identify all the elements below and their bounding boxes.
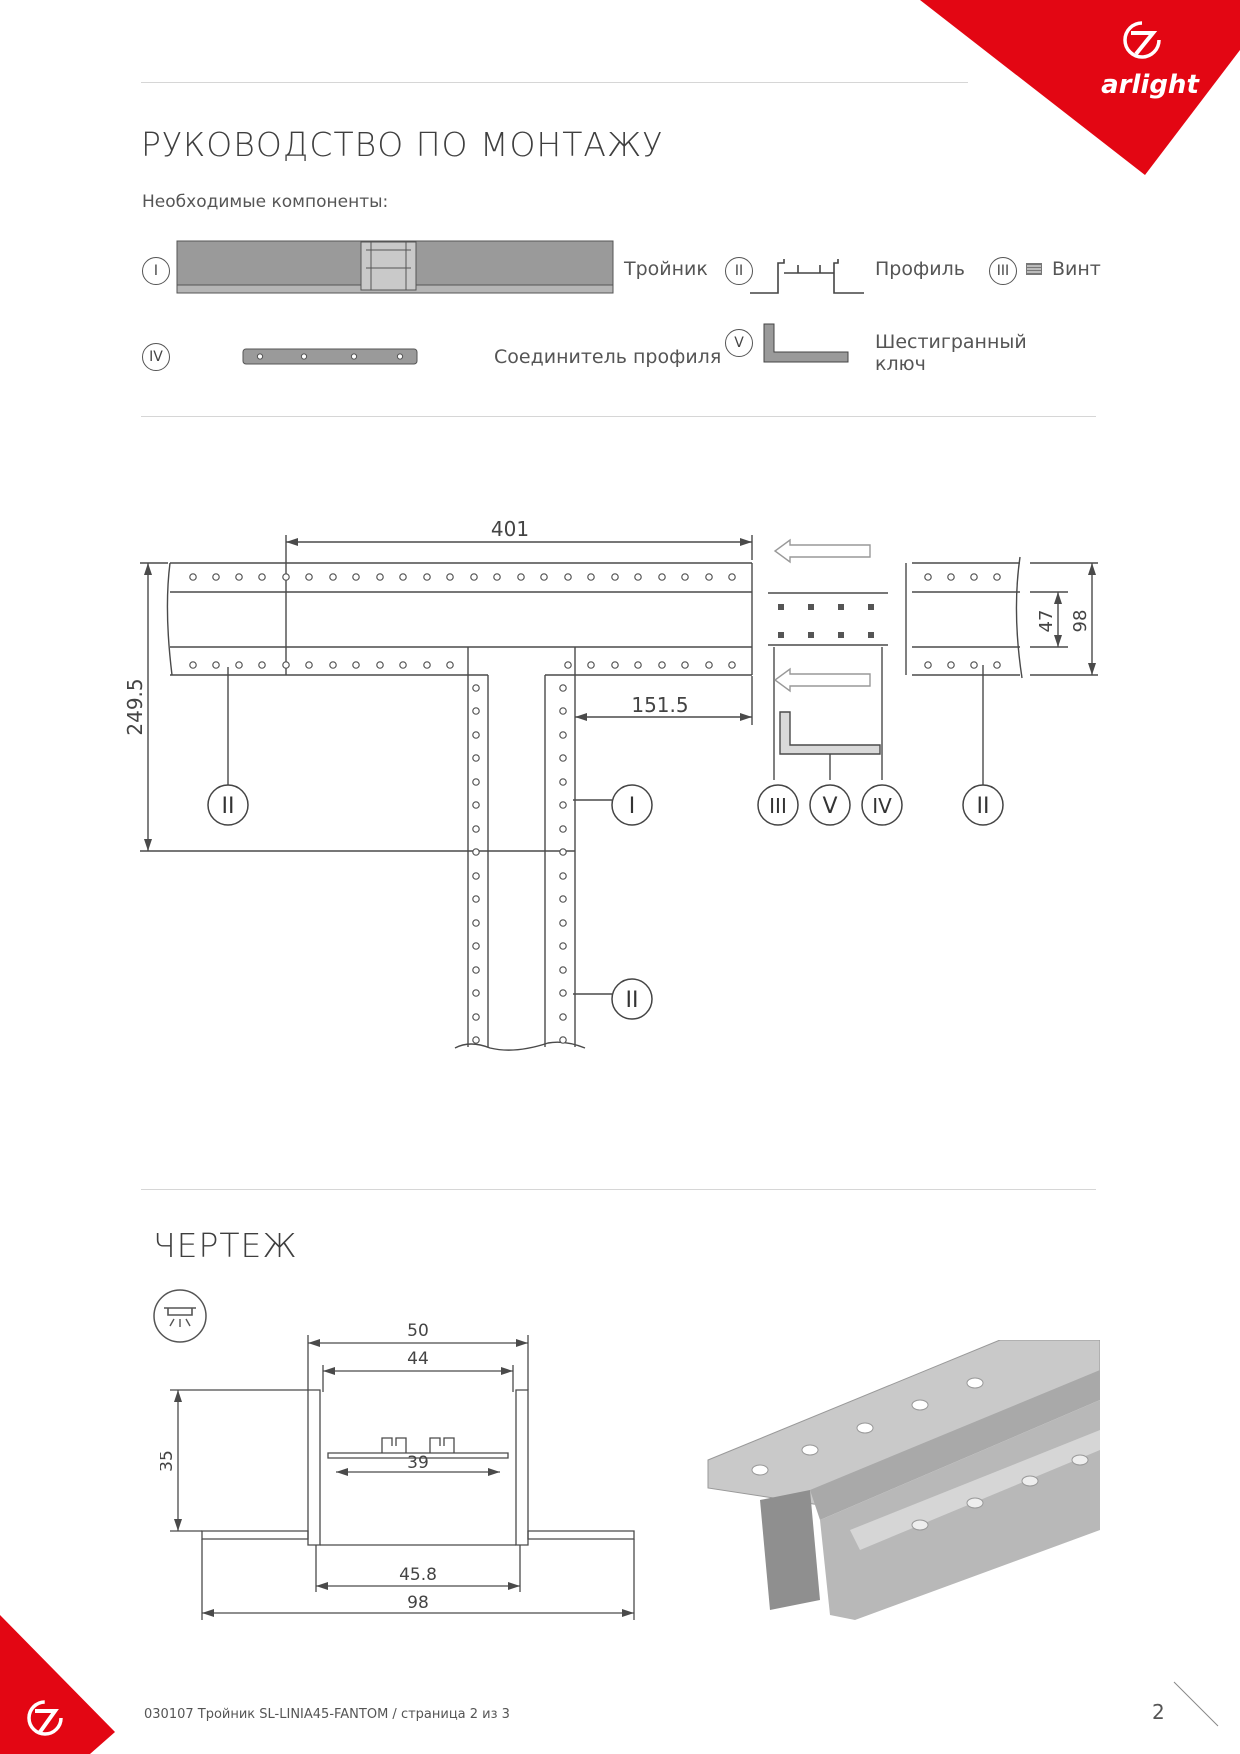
components-subtitle: Необходимые компоненты:	[142, 192, 389, 212]
dim-45-8: 45.8	[399, 1565, 437, 1585]
dim-151-5: 151.5	[631, 693, 688, 717]
light-direction-icon	[153, 1289, 207, 1343]
brand-corner-top: arlight	[920, 0, 1240, 175]
dim-249-5: 249.5	[123, 678, 147, 735]
component-label-1: Тройник	[624, 258, 708, 280]
component-num-2: II	[725, 257, 753, 285]
component-num-3: III	[989, 257, 1017, 285]
profile-3d-render	[707, 1340, 1100, 1620]
brand-corner-bottom	[0, 1615, 115, 1754]
top-divider	[141, 82, 968, 83]
drawing-title: ЧЕРТЕЖ	[153, 1226, 298, 1265]
dim-401: 401	[491, 517, 529, 541]
arlight-logo-small-icon	[27, 1700, 63, 1736]
dim-50: 50	[407, 1321, 429, 1341]
connector-component-image	[242, 348, 418, 365]
footer-text: 030107 Тройник SL-LINIA45-FANTOM / стран…	[144, 1707, 510, 1722]
component-label-5a: Шестигранный	[875, 331, 1027, 353]
dim-98-bottom: 98	[407, 1593, 429, 1613]
footer-slash-decoration	[1173, 1681, 1219, 1727]
callout-connector: IV	[872, 794, 892, 818]
dim-98: 98	[1070, 610, 1091, 633]
component-num-1: I	[142, 257, 170, 285]
brand-logo-text: arlight	[1101, 70, 1200, 100]
component-label-2: Профиль	[875, 258, 965, 280]
page-number: 2	[1152, 1700, 1165, 1724]
component-label-5b: ключ	[875, 353, 926, 375]
dim-39: 39	[407, 1453, 429, 1473]
component-num-5: V	[725, 329, 753, 357]
screw-icon	[1026, 263, 1042, 275]
components-divider	[141, 416, 1096, 417]
dim-35: 35	[160, 1450, 177, 1472]
component-label-4: Соединитель профиля	[494, 346, 722, 368]
dim-44: 44	[407, 1349, 429, 1369]
drawing-divider	[141, 1189, 1096, 1190]
dim-47: 47	[1036, 610, 1057, 633]
component-num-4: IV	[142, 343, 170, 371]
callout-tee: I	[629, 794, 636, 819]
callout-profile-bottom: II	[626, 988, 639, 1013]
callout-screw: III	[769, 794, 787, 818]
profile-cross-section: 50 44 39 35 45.8 98	[160, 1321, 635, 1620]
callout-profile-right: II	[977, 794, 990, 819]
arlight-logo-icon	[1123, 21, 1161, 59]
assembly-diagram: 401 249.5 151.5 47 98 II I II III V IV I…	[123, 517, 1098, 1051]
tee-component-image	[176, 240, 614, 294]
profile-component-image	[750, 259, 864, 294]
component-label-3: Винт	[1052, 258, 1101, 280]
callout-hex-key: V	[822, 794, 837, 819]
callout-profile-left: II	[222, 794, 235, 819]
page-title: РУКОВОДСТВО ПО МОНТАЖУ	[141, 125, 664, 164]
hex-key-component-image	[763, 323, 849, 363]
